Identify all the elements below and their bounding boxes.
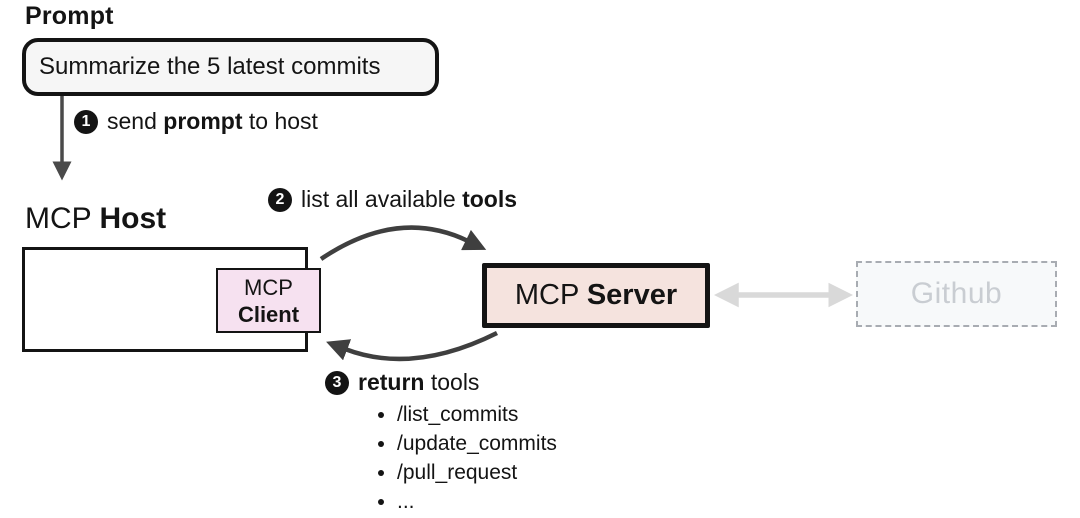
step1-label: 1 send prompt to host (74, 108, 318, 135)
step3-text: return tools (358, 369, 480, 395)
server-box: MCP Server (482, 263, 710, 328)
github-label: Github (910, 277, 1003, 310)
step1-badge: 1 (74, 109, 98, 134)
step1-text: send prompt to host (107, 108, 318, 134)
step3-badge: 3 (325, 370, 349, 395)
prompt-message: Summarize the 5 latest commits (39, 53, 381, 80)
tool-item: /pull_request (397, 458, 557, 487)
prompt-heading: Prompt (25, 2, 114, 30)
client-box: MCP Client (216, 268, 321, 333)
client-label-line2: Client (237, 301, 300, 327)
github-box: Github (856, 261, 1057, 327)
step2-text: list all available tools (301, 186, 518, 212)
prompt-box: Summarize the 5 latest commits (22, 38, 439, 96)
step3-label: 3 return tools (325, 369, 479, 396)
tools-list: /list_commits /update_commits /pull_requ… (360, 400, 557, 516)
server-label: MCP Server (514, 279, 678, 311)
client-to-server-arrow (319, 225, 487, 261)
tool-item: /update_commits (397, 429, 557, 458)
tool-item: ... (397, 487, 557, 516)
client-label-line1: MCP (244, 274, 293, 300)
host-label: MCP Host (25, 202, 167, 235)
step2-badge: 2 (268, 187, 292, 212)
step2-label: 2 list all available tools (268, 186, 517, 213)
tool-item: /list_commits (397, 400, 557, 429)
server-to-client-arrow (326, 330, 499, 362)
